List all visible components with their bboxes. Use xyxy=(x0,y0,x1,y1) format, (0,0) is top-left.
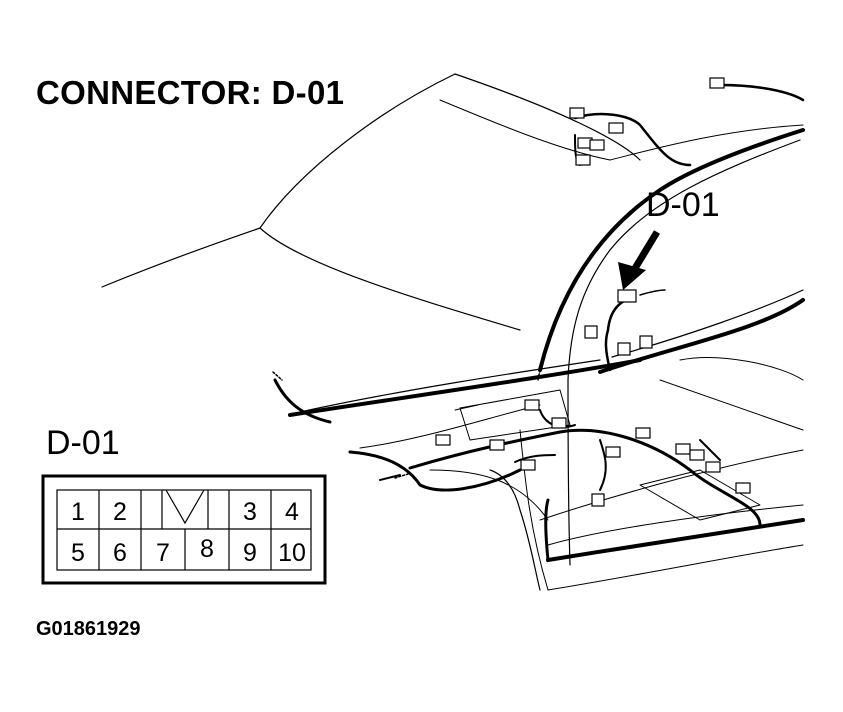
pointer-arrow-icon xyxy=(618,230,660,290)
pin-7: 7 xyxy=(156,539,170,567)
connector-icon xyxy=(705,461,721,473)
connector-icon xyxy=(605,446,621,458)
connector-icon xyxy=(520,459,536,471)
diagram-title: CONNECTOR: D-01 xyxy=(36,74,345,111)
connector-icon xyxy=(617,342,631,356)
connector-icon xyxy=(735,482,751,494)
pin-9: 9 xyxy=(243,539,257,567)
connector-icon xyxy=(575,154,591,166)
floor-panel-right xyxy=(679,357,804,381)
dash-top-line xyxy=(299,359,601,413)
pin-4: 4 xyxy=(285,498,299,526)
cross-harness xyxy=(408,428,762,527)
pin-2: 2 xyxy=(113,498,127,526)
floor-panel-left xyxy=(459,389,571,441)
connector-icon xyxy=(584,325,598,339)
roof-harness xyxy=(573,112,692,167)
connector-key-icon xyxy=(165,489,205,525)
connector-icon-d01 xyxy=(617,289,637,303)
connector-icon xyxy=(435,434,451,446)
windshield-line xyxy=(259,227,521,331)
connector-icon xyxy=(489,439,505,451)
d01-drop-harness xyxy=(604,295,637,372)
connector-icon xyxy=(569,107,585,119)
pin-5: 5 xyxy=(71,539,85,567)
connector-icon xyxy=(709,77,725,89)
a-pillar-harness xyxy=(538,128,805,372)
roof-outline xyxy=(101,73,456,288)
connector-icon xyxy=(591,493,605,507)
pin-6: 6 xyxy=(113,539,127,567)
pin-10: 10 xyxy=(278,539,306,567)
connector-icon xyxy=(524,399,540,411)
connector-face-label: D-01 xyxy=(46,424,120,462)
connector-icon xyxy=(689,449,705,461)
connector-icon xyxy=(635,427,651,439)
a-pillar-inner xyxy=(567,379,571,566)
hood-line xyxy=(439,99,611,161)
figure-code: G01861929 xyxy=(36,618,141,640)
dash-main-harness xyxy=(288,358,642,417)
connector-icon xyxy=(639,335,653,349)
connector-icon xyxy=(608,122,624,134)
connector-icon xyxy=(551,417,567,429)
pin-1: 1 xyxy=(71,498,85,526)
pin-3: 3 xyxy=(243,498,257,526)
pin-8: 8 xyxy=(200,535,214,563)
floor-harness-lower xyxy=(546,518,805,562)
a-pillar-trim xyxy=(567,139,801,381)
connector-face xyxy=(41,474,327,585)
windshield-top-edge xyxy=(454,73,641,161)
connector-icon xyxy=(589,139,605,151)
connector-icon xyxy=(675,443,691,455)
door-frame-outer xyxy=(609,124,804,161)
